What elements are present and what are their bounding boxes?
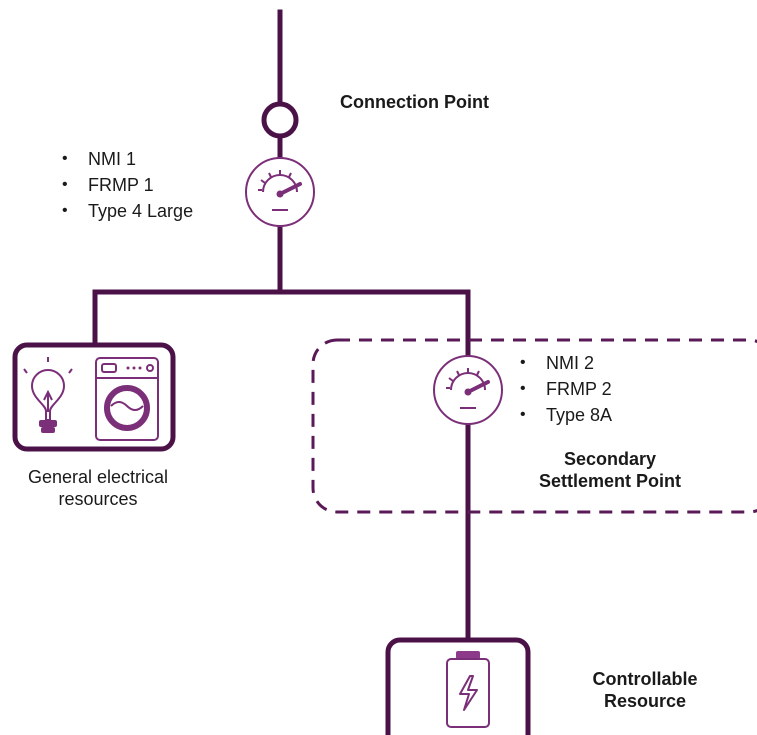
meter-1-details: NMI 1 FRMP 1 Type 4 Large <box>58 146 193 224</box>
controllable-resource-label-line2: Resource <box>603 691 687 711</box>
general-resources-label-line2: resources <box>58 489 138 509</box>
controllable-resource-label: Controllable Resource <box>560 668 730 712</box>
meter-2-type: Type 8A <box>516 402 612 428</box>
meter-2-frmp: FRMP 2 <box>516 376 612 402</box>
controllable-resource-label-line1: Controllable <box>592 669 698 689</box>
connection-point-label: Connection Point <box>340 92 489 112</box>
lightbulb-icon <box>23 357 73 433</box>
meter-2-details: NMI 2 FRMP 2 Type 8A <box>516 350 612 428</box>
meter-2-nmi: NMI 2 <box>516 350 612 376</box>
secondary-settlement-label-line1: Secondary <box>563 449 657 469</box>
meter-1-nmi: NMI 1 <box>58 146 193 172</box>
connection-point-icon <box>261 101 299 139</box>
battery-icon <box>446 651 490 728</box>
secondary-settlement-boundary <box>311 338 757 514</box>
wiring <box>92 9 471 643</box>
general-resources-label: General electrical resources <box>0 466 196 510</box>
meter-2-icon <box>433 355 503 425</box>
meter-1-icon <box>245 157 315 227</box>
meter-1-frmp: FRMP 1 <box>58 172 193 198</box>
washing-machine-icon <box>95 357 159 441</box>
general-resources-label-line1: General electrical <box>27 467 169 487</box>
secondary-settlement-label-line2: Settlement Point <box>538 471 681 491</box>
secondary-settlement-label: Secondary Settlement Point <box>500 448 720 492</box>
meter-1-type: Type 4 Large <box>58 198 193 224</box>
